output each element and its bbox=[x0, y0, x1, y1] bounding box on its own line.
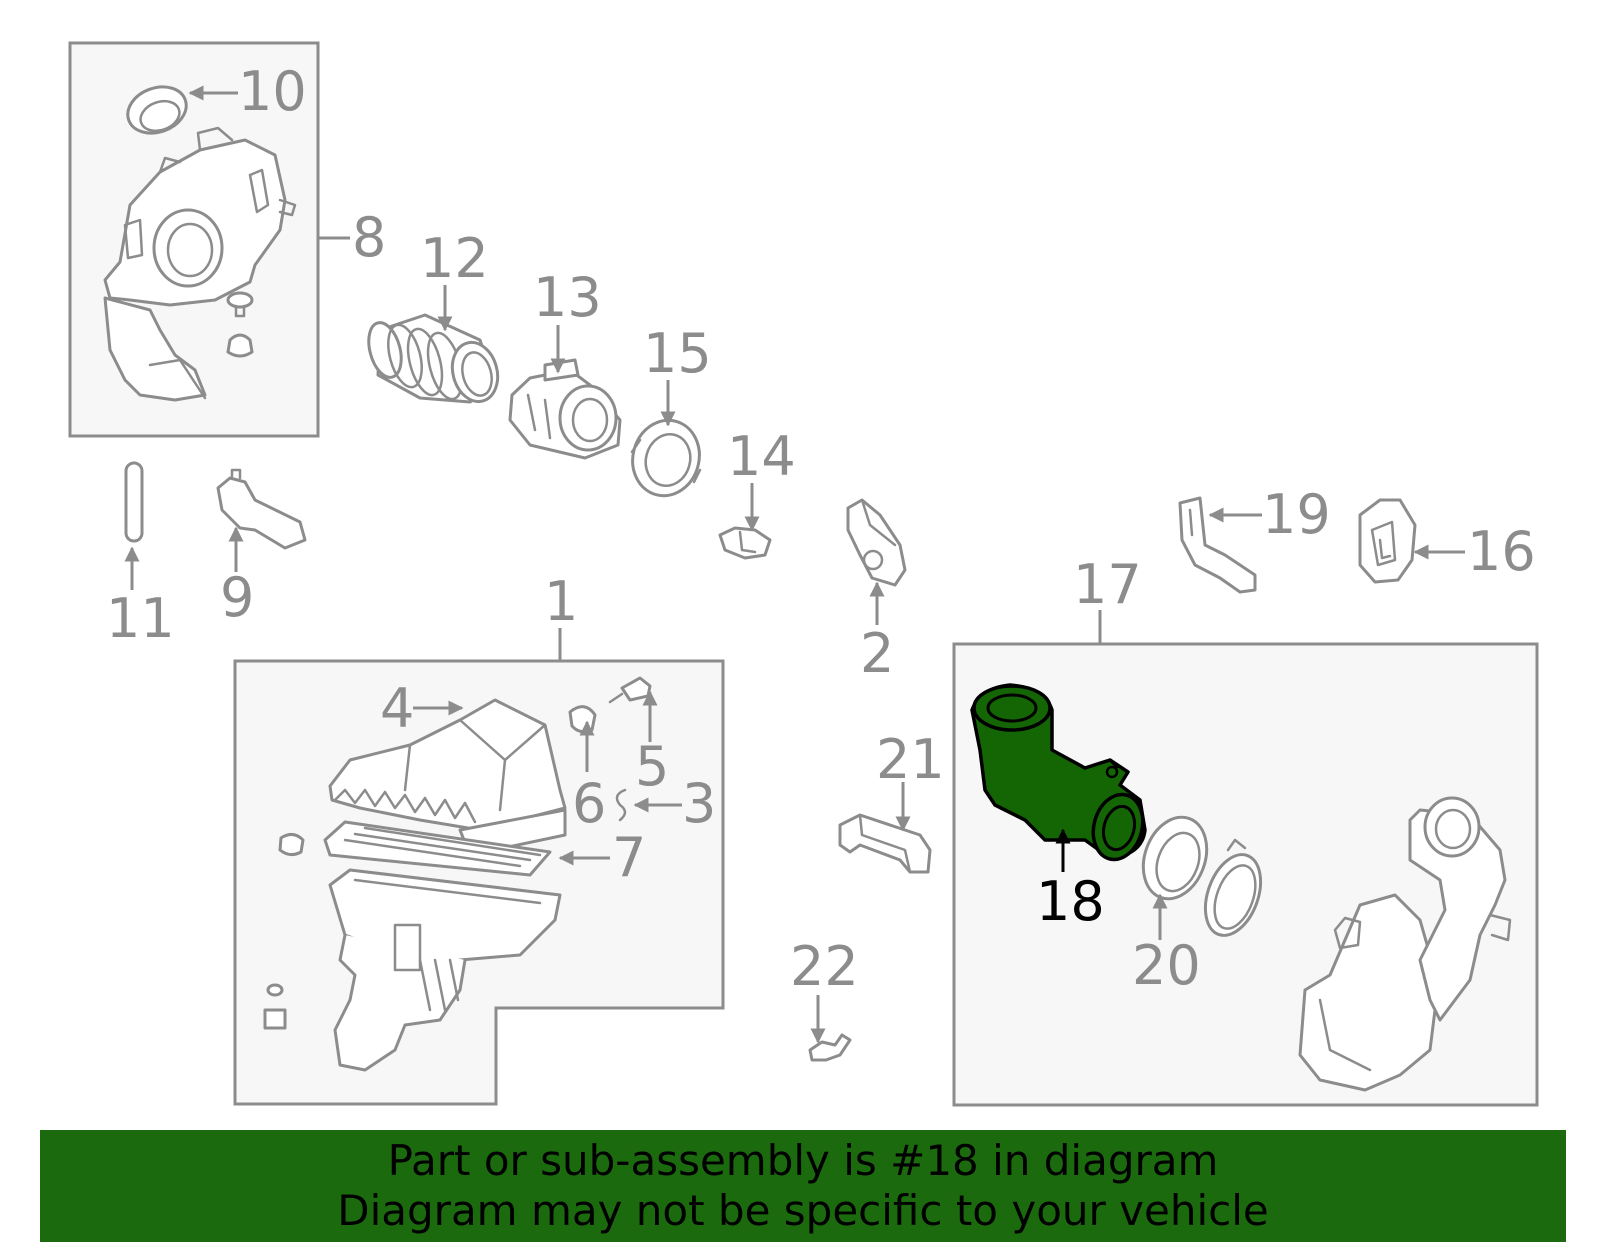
group-8-grommets bbox=[226, 291, 254, 358]
part-18-intake-duct-highlighted[interactable] bbox=[970, 683, 1150, 865]
part-22-bolt[interactable] bbox=[808, 1033, 852, 1062]
part-2-bracket[interactable] bbox=[846, 498, 907, 587]
callout-labels: 10 8 12 13 15 14 19 16 17 11 9 1 2 4 21 … bbox=[106, 60, 1536, 998]
part-6-cap[interactable] bbox=[568, 705, 597, 734]
callout-13: 13 bbox=[533, 266, 602, 329]
callout-2: 2 bbox=[860, 622, 894, 685]
callout-6: 6 bbox=[572, 772, 606, 835]
banner-line-disclaimer: Diagram may not be specific to your vehi… bbox=[337, 1186, 1269, 1235]
callout-15: 15 bbox=[643, 322, 712, 385]
notice-banner: Part or sub-assembly is #18 in diagram D… bbox=[40, 1130, 1566, 1242]
part-7-filter-element[interactable] bbox=[323, 820, 552, 877]
part-19-bracket[interactable] bbox=[1178, 496, 1257, 594]
callout-10: 10 bbox=[238, 60, 307, 123]
callout-11: 11 bbox=[106, 587, 175, 650]
callout-19: 19 bbox=[1262, 483, 1331, 546]
callout-8: 8 bbox=[352, 206, 386, 269]
part-1-lower-housing[interactable] bbox=[328, 868, 562, 1072]
part-12-bellows-hose[interactable] bbox=[363, 313, 504, 407]
part-17-resonator-duct[interactable] bbox=[1298, 796, 1512, 1092]
part-3-clip[interactable] bbox=[615, 788, 627, 822]
part-10-seal-ring[interactable] bbox=[121, 79, 192, 141]
callout-3: 3 bbox=[682, 772, 716, 835]
part-9-bracket[interactable] bbox=[216, 468, 307, 550]
callout-7: 7 bbox=[612, 826, 646, 889]
part-20-hose-clamps[interactable] bbox=[1132, 808, 1270, 943]
callout-1: 1 bbox=[544, 570, 578, 633]
group-1-grommets bbox=[263, 833, 305, 1030]
banner-line-part-number: Part or sub-assembly is #18 in diagram bbox=[387, 1136, 1219, 1185]
callout-17: 17 bbox=[1073, 553, 1142, 616]
callout-22: 22 bbox=[790, 935, 859, 998]
callout-4: 4 bbox=[380, 677, 414, 740]
callout-12: 12 bbox=[420, 227, 489, 290]
part-15-seal[interactable] bbox=[624, 413, 707, 503]
part-11-rod[interactable] bbox=[124, 461, 144, 543]
callout-14: 14 bbox=[727, 425, 796, 488]
callout-18: 18 bbox=[1036, 870, 1105, 933]
callout-21: 21 bbox=[876, 728, 945, 791]
part-16-bracket[interactable] bbox=[1358, 498, 1417, 584]
part-13-air-flow-meter[interactable] bbox=[508, 358, 622, 460]
part-8-air-cleaner-cover[interactable] bbox=[103, 126, 297, 402]
callout-16: 16 bbox=[1467, 520, 1536, 583]
callout-9: 9 bbox=[220, 566, 254, 629]
callout-5: 5 bbox=[635, 735, 669, 798]
part-21-bracket[interactable] bbox=[838, 813, 932, 874]
leader-lines bbox=[124, 85, 1465, 1044]
part-14-clip[interactable] bbox=[718, 526, 772, 560]
callout-20: 20 bbox=[1132, 934, 1201, 997]
